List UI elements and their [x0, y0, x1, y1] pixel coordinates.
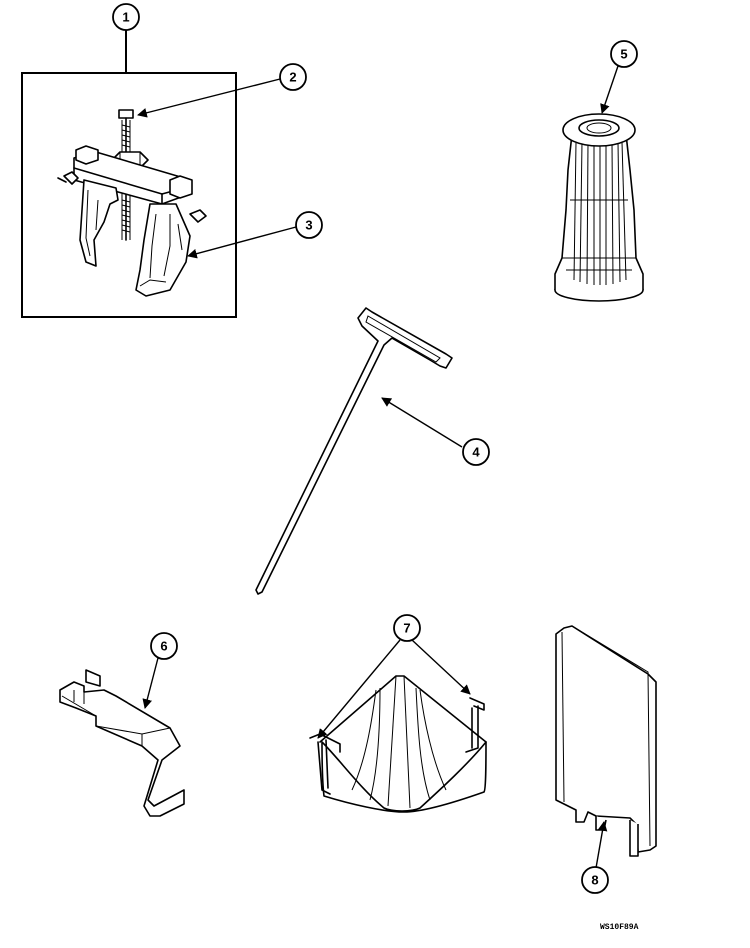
callout-7-label: 7: [403, 621, 410, 636]
bracket-clip: [59, 669, 185, 817]
callout-1: 1: [112, 3, 140, 31]
callout-6: 6: [150, 632, 178, 660]
cone-assembly: [309, 675, 487, 813]
callout-1-label: 1: [122, 10, 129, 25]
callout-3-label: 3: [305, 218, 312, 233]
leader-lines: [137, 65, 619, 869]
agitator-column: [554, 113, 644, 302]
callout-3: 3: [295, 211, 323, 239]
puller-kit-box: [21, 30, 237, 318]
flat-plate: [555, 625, 657, 857]
callout-7: 7: [393, 614, 421, 642]
drawing-code: WS10F89A: [600, 923, 639, 932]
callout-2: 2: [279, 63, 307, 91]
gear-puller-tool: [57, 109, 207, 297]
callout-6-label: 6: [160, 639, 167, 654]
callout-4: 4: [462, 438, 490, 466]
callout-4-label: 4: [472, 445, 480, 460]
callout-8: 8: [581, 866, 609, 894]
callout-2-label: 2: [289, 70, 296, 85]
callout-8-label: 8: [591, 873, 598, 888]
callout-5: 5: [610, 40, 638, 68]
t-handle-rod: [255, 307, 453, 595]
callout-5-label: 5: [620, 47, 627, 62]
